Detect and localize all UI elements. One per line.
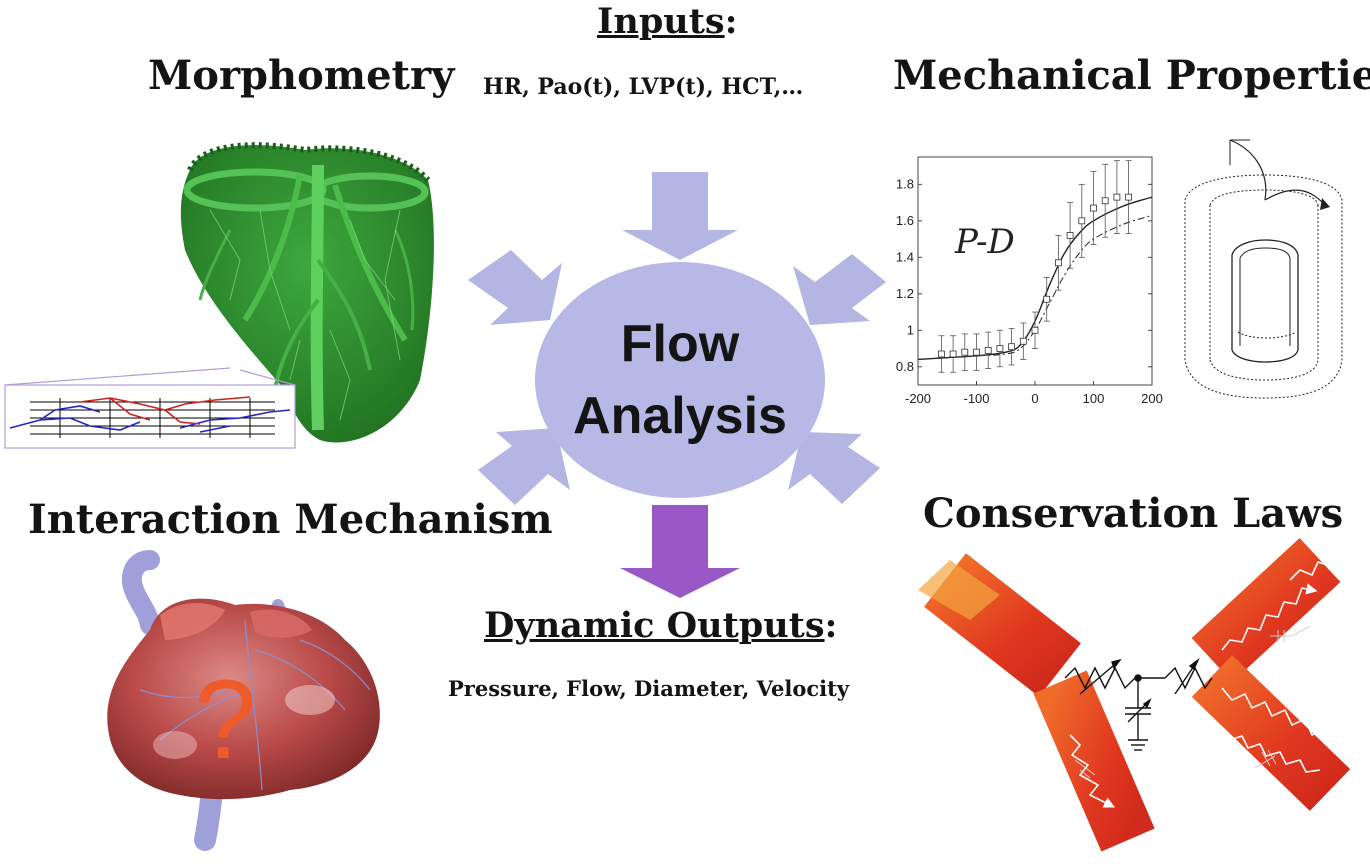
flow-analysis-ellipse [535,262,825,498]
network-inset [4,367,296,449]
data-point-8 [1031,326,1039,334]
x-tick-label-4: 200 [1141,391,1163,406]
y-tick-label-1: 1 [907,322,914,337]
pd-chart: -200 -100 0 100 200 0.8 1 1.2 1.4 1.6 1.8P-D [896,156,1163,406]
pd-annotation: P-D [954,222,1015,262]
flow-analysis-label-line2: Analysis [573,387,787,445]
outputs-colon: : [824,605,838,646]
y-tick-label-2: 1.2 [896,286,914,301]
question-mark: ? [194,657,256,782]
data-point-9 [1043,295,1051,303]
x-tick-label-1: -100 [963,391,989,406]
y-tick-label-3: 1.4 [896,249,914,264]
x-tick-label-0: -200 [905,391,931,406]
arrow-bottom-left [478,428,570,505]
data-point-15 [1113,193,1121,201]
data-point-4 [984,346,992,354]
dynamic-outputs-heading: Dynamic Outputs: [484,608,837,643]
mechanical-properties-title: Mechanical Properties [893,52,1370,99]
arrow-top [622,172,738,260]
inputs-title: Inputs [597,1,725,42]
arrow-bottom-right [788,432,880,504]
input-arrows [468,172,886,505]
vessel-network-illustration [918,537,1351,852]
arrow-top-left [468,250,562,325]
outputs-list: Pressure, Flow, Diameter, Velocity [448,676,850,701]
data-point-3 [973,348,980,356]
y-tick-label-5: 1.8 [896,176,914,191]
data-point-0 [938,350,945,358]
data-point-7 [1019,337,1027,345]
morphometry-title: Morphometry [148,52,455,99]
data-point-12 [1078,217,1086,225]
heart-illustration: ? [107,550,380,851]
output-arrow [620,505,740,598]
conservation-laws-title: Conservation Laws [923,490,1344,537]
data-point-5 [996,345,1004,352]
data-point-6 [1008,343,1015,351]
data-point-14 [1101,197,1109,205]
y-tick-label-4: 1.6 [896,213,914,228]
coronary-tree-illustration [180,142,434,443]
interaction-mechanism-title: Interaction Mechanism [28,496,553,543]
data-point-1 [949,350,957,358]
data-point-10 [1055,259,1062,267]
series-dashdot-line [917,214,1153,361]
data-point-13 [1090,204,1097,212]
flow-analysis-label-line1: Flow [620,315,740,373]
y-tick-label-0: 0.8 [896,359,914,374]
x-tick-label-3: 100 [1083,391,1105,406]
outputs-title: Dynamic Outputs [484,605,825,646]
inputs-list: HR, Pao(t), LVP(t), HCT,… [483,74,804,100]
arrow-top-right [793,254,886,325]
inputs-colon: : [724,1,738,42]
vessel-wall-drawing [1184,139,1343,399]
inputs-heading: Inputs: [597,4,738,39]
x-tick-label-2: 0 [1031,391,1038,406]
data-point-11 [1066,232,1074,239]
data-point-2 [961,348,969,356]
data-point-16 [1125,193,1132,201]
